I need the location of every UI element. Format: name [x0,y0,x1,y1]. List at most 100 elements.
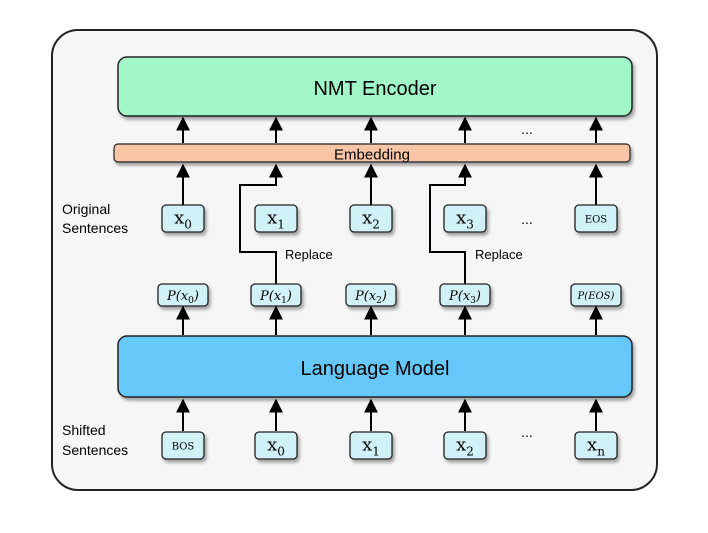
replace-path-2 [429,163,472,284]
original-token-2: x2 [349,204,393,233]
embedding-block: Embedding [113,143,631,164]
embedding-label: Embedding [334,147,410,164]
token-box [443,431,487,460]
token-text: x2 [456,435,474,459]
shifted-token-4: xn [574,431,618,460]
token-base: x [456,435,466,456]
token-text: x2 [362,208,380,232]
prob-variable: x [274,289,282,304]
prob-suffix: ) [610,291,615,302]
token-box [349,204,393,233]
embedding-input-arrows [176,163,603,284]
prob-prefix: P( [166,289,182,304]
shifted-token-0: BOS [161,431,205,460]
token-text: x0 [267,435,285,459]
token-text: BOS [172,442,195,453]
token-box [349,431,393,460]
shifted-label-line2: Sentences [62,442,128,458]
token-base: x [267,435,277,456]
encoder-ellipsis: ... [521,121,533,137]
prob-subscript: 3 [470,296,476,306]
token-base: x [456,208,466,229]
probability-box-0: P(x0) [157,283,209,307]
token-subscript: n [597,445,605,459]
token-base: EOS [585,215,607,226]
token-text: EOS [585,215,607,226]
replace-label-2: Replace [475,247,523,262]
original-token-3: x3 [443,204,487,233]
token-box [574,204,618,233]
nmt-encoder-block: NMT Encoder [117,56,633,117]
token-text: P(EOS) [577,291,615,302]
replace-path-1 [239,163,283,284]
shifted-token-2: x1 [349,431,393,460]
original-label-line1: Original [62,201,110,217]
token-subscript: 1 [372,445,380,459]
language-model-label: Language Model [300,358,449,380]
prob-suffix: ) [475,289,481,304]
prob-prefix: P( [448,289,464,304]
language-model-block: Language Model [117,335,633,398]
token-subscript: 0 [277,445,285,459]
token-base: x [362,208,372,229]
token-box [161,204,205,233]
token-text: x3 [456,208,474,232]
token-box [161,431,205,460]
prob-variable: x [463,289,471,304]
token-subscript: 1 [277,218,285,232]
lm-output-arrows [176,305,603,335]
token-box [254,431,298,460]
probability-row: P(x0)P(x1)P(x2)P(x3)P(EOS) [157,283,622,307]
token-base: x [587,435,597,456]
probability-box-4: P(EOS) [570,283,622,307]
probability-box-2: P(x2) [345,283,397,307]
prob-variable: x [181,289,189,304]
shifted-token-1: x0 [254,431,298,460]
token-box [443,204,487,233]
prob-suffix: ) [286,289,292,304]
token-subscript: 0 [184,218,192,232]
prob-subscript: 0 [188,296,194,306]
shifted-ellipsis: ... [521,424,533,440]
prob-prefix: P( [354,289,370,304]
original-token-0: x0 [161,204,205,233]
original-ellipsis: ... [521,211,533,227]
token-box [574,431,618,460]
nmt-encoder-label: NMT Encoder [313,78,436,100]
token-subscript: 3 [466,218,474,232]
replace-label-1: Replace [285,247,333,262]
token-text: P(x1) [259,289,292,306]
token-text: x0 [174,208,192,232]
token-base: BOS [172,442,195,453]
token-text: P(x0) [166,289,199,306]
encoder-input-arrows [176,116,603,143]
token-subscript: 2 [372,218,380,232]
shifted-token-3: x2 [443,431,487,460]
probability-box-1: P(x1) [250,283,302,307]
original-token-4: EOS [574,204,618,233]
prob-variable: EOS [587,291,610,302]
token-box [254,204,298,233]
prob-subscript: 1 [281,296,287,306]
prob-variable: x [369,289,377,304]
token-text: x1 [267,208,285,232]
token-text: xn [587,435,605,459]
token-base: x [362,435,372,456]
prob-prefix: P( [577,291,590,302]
probability-box-3: P(x3) [439,283,491,307]
token-text: P(x2) [354,289,387,306]
token-text: P(x3) [448,289,481,306]
prob-suffix: ) [193,289,199,304]
token-subscript: 2 [466,445,474,459]
prob-prefix: P( [259,289,275,304]
token-text: x1 [362,435,380,459]
original-token-1: x1 [254,204,298,233]
prob-suffix: ) [381,289,387,304]
token-base: x [174,208,184,229]
token-base: x [267,208,277,229]
prob-subscript: 2 [376,296,382,306]
lm-input-arrows [176,398,603,431]
